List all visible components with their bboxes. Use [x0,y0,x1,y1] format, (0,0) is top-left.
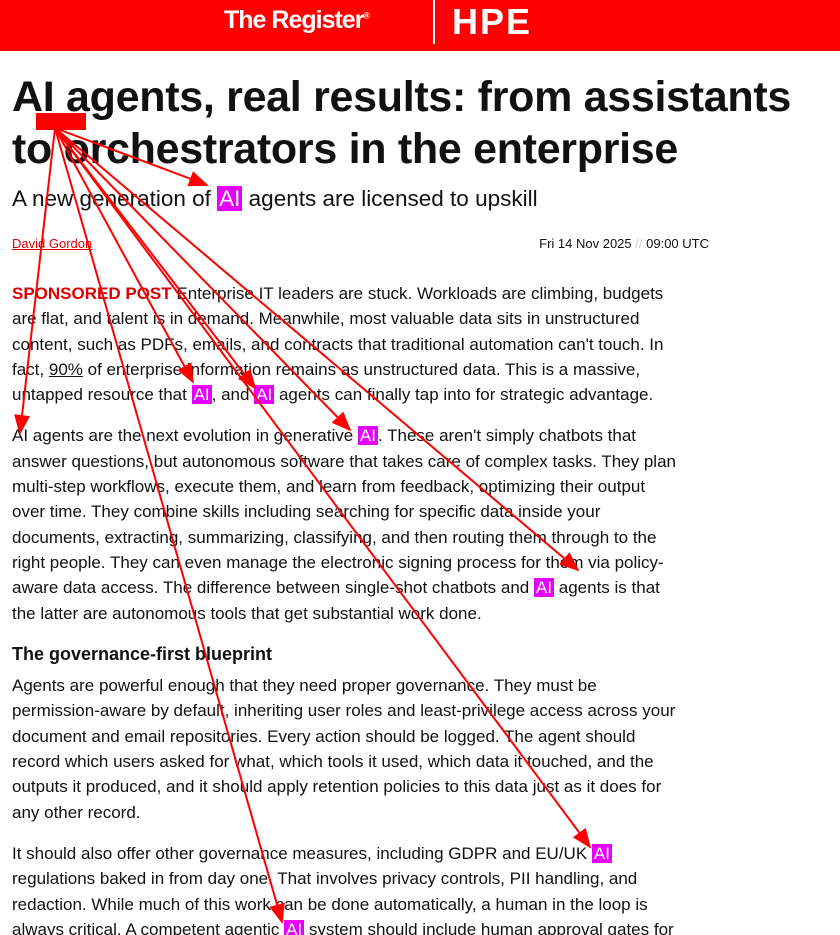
ai-highlight: AI [217,186,243,211]
ai-highlight: AI [357,426,378,446]
byline: David Gordon Fri 14 Nov 2025 // 09:00 UT… [12,236,709,251]
ai-highlight: AI [254,385,275,405]
author-link[interactable]: David Gordon [12,236,93,251]
ai-highlight: AI [533,578,555,598]
stat-link[interactable]: 90% [48,359,83,379]
paragraph: It should also offer other governance me… [12,841,682,935]
paragraph: AI agents are the next evolution in gene… [12,423,682,625]
header-divider [433,0,435,44]
publish-date: Fri 14 Nov 2025 // 09:00 UTC [539,236,709,251]
ai-highlight: AI [284,919,305,935]
ai-highlight: AI [591,843,612,863]
article-body: SPONSORED POST Enterprise IT leaders are… [12,281,682,935]
paragraph: Agents are powerful enough that they nee… [12,673,682,825]
text-segment: agents are licensed to upskill [242,186,538,211]
text-segment: , and [211,385,255,405]
article-subtitle: A new generation of AI agents are licens… [12,184,828,214]
text-segment: Agents are powerful enough that they nee… [12,676,676,822]
text-segment: AI agents are the next evolution in gene… [12,426,358,446]
sponsored-label: SPONSORED POST [12,284,172,303]
text-segment: A new generation of [12,186,218,211]
text-segment: system should include human approval gat… [304,919,674,935]
ai-highlight: AI [191,385,212,405]
article: AI agents, real results: from assistants… [0,71,840,935]
the-register-logo[interactable]: The Register® [224,6,370,34]
text-segment: . These aren't simply chatbots that answ… [12,426,676,598]
section-heading: The governance-first blueprint [12,643,273,664]
hpe-logo[interactable]: HPE [452,1,533,42]
text-segment: agents can finally tap into for strategi… [274,385,654,405]
text-segment: It should also offer other governance me… [12,843,592,863]
site-header: The Register® HPE [0,0,840,51]
article-title: AI agents, real results: from assistants… [12,73,792,173]
paragraph: SPONSORED POST Enterprise IT leaders are… [12,281,682,407]
